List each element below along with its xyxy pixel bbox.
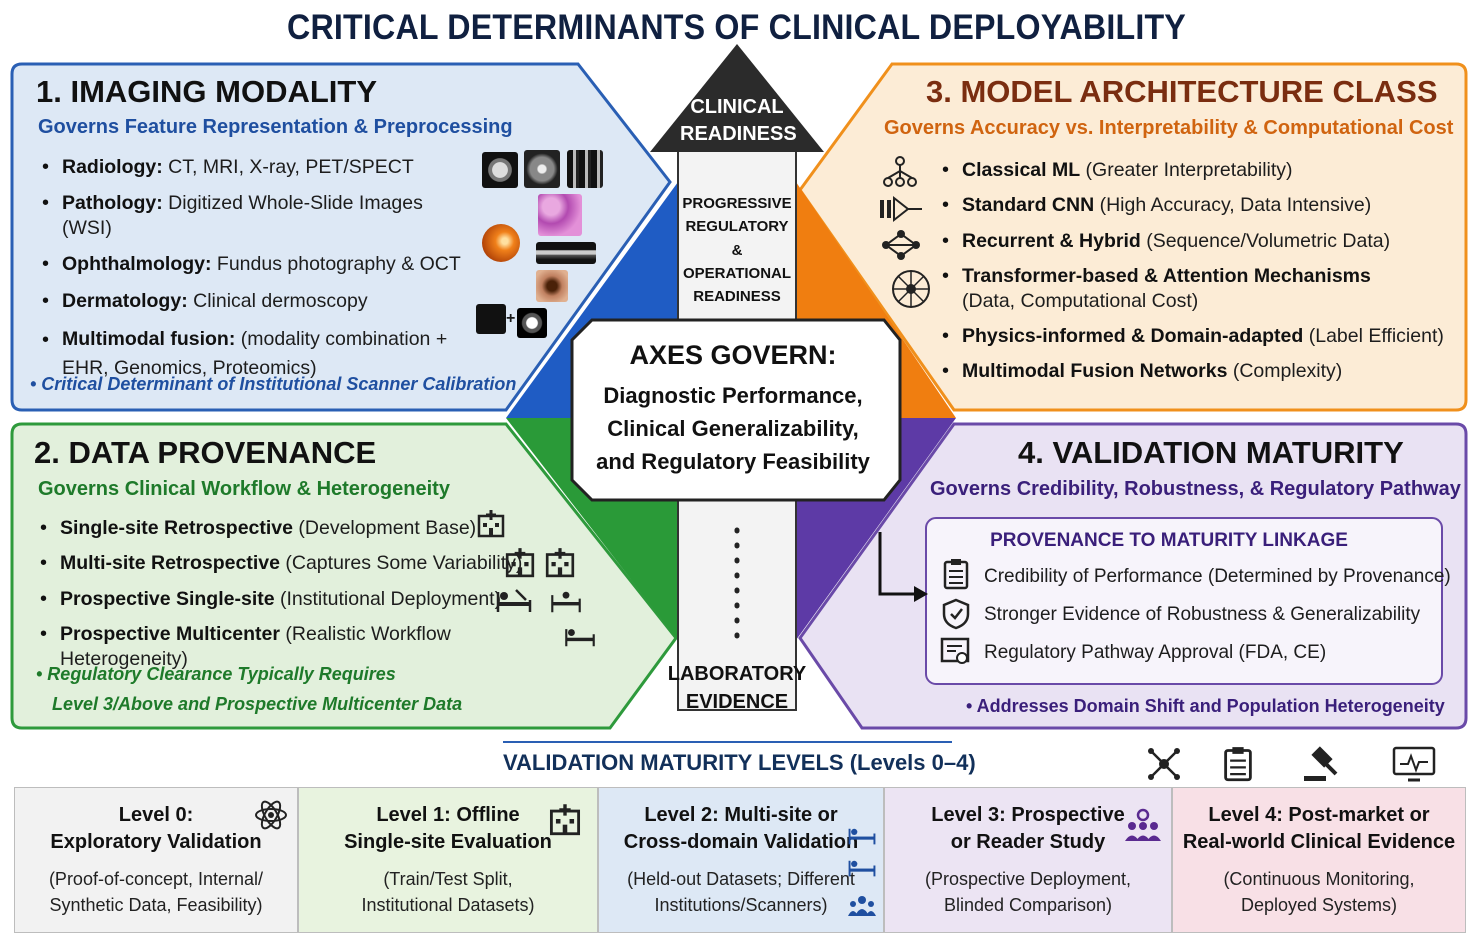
provenance-title: 2. DATA PROVENANCE	[34, 435, 377, 470]
architecture-item: Classical ML (Greater Interpretability)	[940, 158, 1450, 183]
imaging-subtitle: Governs Feature Representation & Preproc…	[38, 116, 513, 138]
readiness-arrow-head	[650, 44, 824, 152]
imaging-item: Ophthalmology: Fundus photography & OCT	[40, 252, 470, 277]
network-icon	[1148, 748, 1180, 780]
patient-bed-icon	[551, 591, 581, 613]
linkage-arrow	[878, 532, 922, 596]
level-1-card: Level 1: Offline Single-site Evaluation …	[298, 787, 598, 933]
provenance-item: Prospective Single-site (Institutional D…	[38, 587, 558, 612]
reader-group-icon	[1125, 808, 1161, 841]
fundus-image-icon	[482, 224, 520, 262]
transformer-icon	[892, 270, 930, 308]
arrow-label-bottom: LABORATORY EVIDENCE	[667, 663, 807, 713]
imaging-item: Multimodal fusion: (modality combination…	[40, 325, 470, 384]
architecture-item: Standard CNN (High Accuracy, Data Intens…	[940, 193, 1450, 218]
linkage-row: Regulatory Pathway Approval (FDA, CE)	[984, 642, 1327, 663]
arrow-label-top: CLINICAL READINESS	[680, 96, 797, 145]
dermoscopy-image-icon	[536, 270, 568, 302]
level-desc: (Proof-of-concept, Internal/ Synthetic D…	[48, 869, 264, 916]
level-desc: (Prospective Deployment, Blinded Compari…	[924, 869, 1132, 916]
provenance-item: Multi-site Retrospective (Captures Some …	[38, 551, 558, 576]
imaging-note: • Critical Determinant of Institutional …	[30, 374, 517, 394]
checklist-icon	[943, 559, 969, 590]
level-desc: (Continuous Monitoring, Deployed Systems…	[1223, 869, 1415, 916]
provenance-note-2: Level 3/Above and Prospective Multicente…	[52, 694, 463, 714]
level-title: Level 3: Prospective or Reader Study	[931, 804, 1125, 853]
linkage-row: Stronger Evidence of Robustness & Genera…	[984, 604, 1421, 625]
imaging-item: Radiology: CT, MRI, X-ray, PET/SPECT	[40, 155, 470, 180]
level-2-card: Level 2: Multi-site or Cross-domain Vali…	[598, 787, 884, 933]
linkage-row: Credibility of Performance (Determined b…	[984, 566, 1451, 587]
validation-note: • Addresses Domain Shift and Population …	[966, 696, 1445, 716]
provenance-item: Single-site Retrospective (Development B…	[38, 516, 558, 541]
level-3-card: Level 3: Prospective or Reader Study (Pr…	[884, 787, 1172, 933]
mri-image-icon	[524, 150, 560, 188]
center-heading: AXES GOVERN:	[629, 340, 837, 370]
architecture-subtitle: Governs Accuracy vs. Interpretability & …	[884, 117, 1454, 139]
hospital-icon	[477, 510, 505, 538]
hospital-icon	[549, 804, 581, 836]
linkage-title: PROVENANCE TO MATURITY LINKAGE	[990, 530, 1348, 551]
levels-title: VALIDATION MATURITY LEVELS (Levels 0–4)	[503, 750, 976, 775]
xray-image-icon	[567, 150, 603, 188]
level-4-card: Level 4: Post-market or Real-world Clini…	[1172, 787, 1466, 933]
architecture-item: Recurrent & Hybrid (Sequence/Volumetric …	[940, 229, 1450, 254]
recurrent-icon	[882, 230, 920, 260]
imaging-list: Radiology: CT, MRI, X-ray, PET/SPECT Pat…	[40, 155, 470, 383]
level-title: Level 0: Exploratory Validation	[50, 804, 262, 853]
validation-title: 4. VALIDATION MATURITY	[1018, 435, 1404, 470]
center-text: AXES GOVERN: Diagnostic Performance, Cli…	[568, 340, 898, 478]
patient-bed-icon	[848, 828, 876, 845]
patient-bed-icon	[848, 860, 876, 877]
validation-subtitle: Governs Credibility, Robustness, & Regul…	[930, 478, 1461, 500]
level-title: Level 2: Multi-site or Cross-domain Vali…	[623, 804, 859, 853]
architecture-item: Multimodal Fusion Networks (Complexity)	[940, 359, 1450, 384]
plus-icon: +	[506, 310, 516, 327]
scan-icon	[517, 308, 547, 338]
architecture-item: Physics-informed & Domain-adapted (Label…	[940, 324, 1450, 349]
pathology-image-icon	[538, 194, 582, 236]
oct-image-icon	[536, 242, 596, 264]
center-box	[570, 318, 902, 502]
monitor-icon	[1392, 746, 1436, 782]
architecture-title: 3. MODEL ARCHITECTURE CLASS	[926, 74, 1438, 109]
gavel-icon	[1304, 746, 1338, 781]
clipboard-icon	[1224, 747, 1252, 782]
level-desc: (Held-out Datasets; Different Institutio…	[627, 869, 855, 916]
level-title: Level 1: Offline Single-site Evaluation	[344, 804, 552, 853]
group-icon	[848, 896, 876, 916]
imaging-title: 1. IMAGING MODALITY	[36, 74, 377, 109]
dna-icon	[476, 304, 506, 334]
patient-bed-icon	[496, 589, 532, 612]
tree-icon	[883, 156, 917, 187]
main-title: CRITICAL DETERMINANTS OF CLINICAL DEPLOY…	[287, 8, 1186, 47]
patient-bed-icon	[565, 629, 595, 647]
provenance-list: Single-site Retrospective (Development B…	[38, 516, 558, 671]
imaging-item: Dermatology: Clinical dermoscopy	[40, 289, 470, 314]
certificate-icon	[940, 637, 970, 664]
provenance-note-1: • Regulatory Clearance Typically Require…	[36, 664, 396, 684]
level-0-card: Level 0: Exploratory Validation (Proof-o…	[14, 787, 298, 933]
center-body: Diagnostic Performance, Clinical General…	[596, 383, 870, 474]
provenance-subtitle: Governs Clinical Workflow & Heterogeneit…	[38, 478, 450, 500]
hospital-icon	[505, 548, 535, 578]
provenance-item: Prospective Multicenter (Realistic Workf…	[38, 622, 558, 671]
architecture-item: Transformer-based & Attention Mechanisms…	[940, 264, 1450, 313]
linkage-box	[925, 517, 1443, 685]
hospital-icon	[545, 548, 575, 578]
level-title: Level 4: Post-market or Real-world Clini…	[1182, 804, 1456, 853]
level-desc: (Train/Test Split, Institutional Dataset…	[361, 869, 535, 916]
cnn-icon	[880, 195, 922, 223]
ct-image-icon	[482, 152, 518, 188]
arrow-label-mid: PROGRESSIVE REGULATORY & OPERATIONAL REA…	[682, 195, 792, 305]
atom-icon	[255, 800, 287, 830]
imaging-item: Pathology: Digitized Whole-Slide Images …	[40, 191, 470, 240]
shield-icon	[942, 598, 970, 630]
architecture-list: Classical ML (Greater Interpretability) …	[940, 158, 1450, 385]
